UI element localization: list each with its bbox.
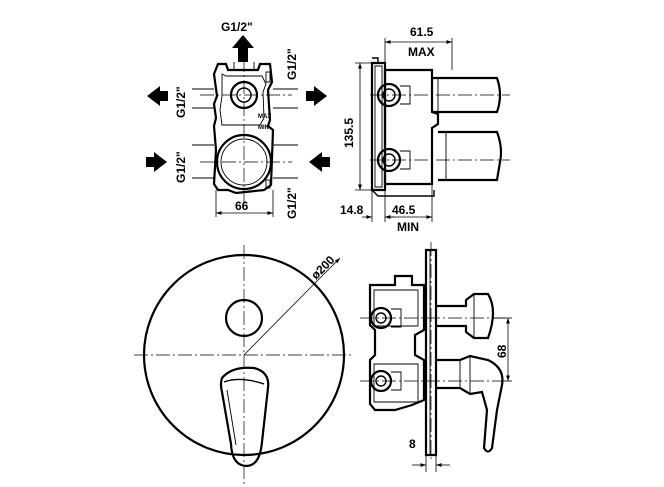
max-mark: MAX	[258, 114, 271, 120]
arrow-right-icon	[146, 152, 167, 172]
flow-arrows	[146, 35, 330, 172]
thread-label-right-lower: G1/2"	[285, 187, 299, 219]
front-view-plate: ø200	[134, 245, 354, 487]
dimension-width-66: 66	[215, 190, 274, 217]
dimension-depth-min-left: 14.8	[340, 203, 364, 217]
thread-label-left-upper: G1/2"	[174, 86, 188, 118]
dimension-depth-max: 61.5 MAX	[384, 25, 453, 70]
dimension-outlet-spacing: 68	[492, 317, 512, 382]
dimension-plate-thickness-value: 8	[409, 437, 416, 451]
side-view-assembled	[360, 242, 510, 462]
min-mark: MIN	[258, 125, 269, 131]
dimension-height: 135.5	[342, 62, 372, 191]
dimension-width-value: 66	[235, 199, 249, 213]
dimension-plate-diameter: ø200	[308, 253, 337, 282]
dimension-depth-max-value: 61.5	[410, 25, 434, 39]
front-view-body: MAX MIN	[192, 58, 298, 205]
side-view-body	[370, 57, 510, 197]
thread-label-right-upper: G1/2"	[285, 48, 299, 80]
arrow-left-icon	[309, 152, 330, 172]
arrow-left-icon	[147, 86, 168, 106]
dimension-height-value: 135.5	[342, 118, 356, 148]
dimension-depth-max-label: MAX	[408, 45, 435, 59]
dimension-depth-min-label: MIN	[397, 220, 419, 234]
dimension-outlet-spacing-value: 68	[495, 344, 509, 358]
thread-label-top: G1/2"	[221, 20, 253, 34]
arrow-up-icon	[232, 35, 254, 62]
dimension-plate-thickness: 8	[409, 437, 450, 472]
dimension-depth-min-right: 46.5	[392, 203, 416, 217]
arrow-right-icon	[306, 86, 327, 106]
thread-label-left-lower: G1/2"	[174, 151, 188, 183]
dimension-depth-min: 14.8 46.5 MIN	[340, 184, 433, 234]
